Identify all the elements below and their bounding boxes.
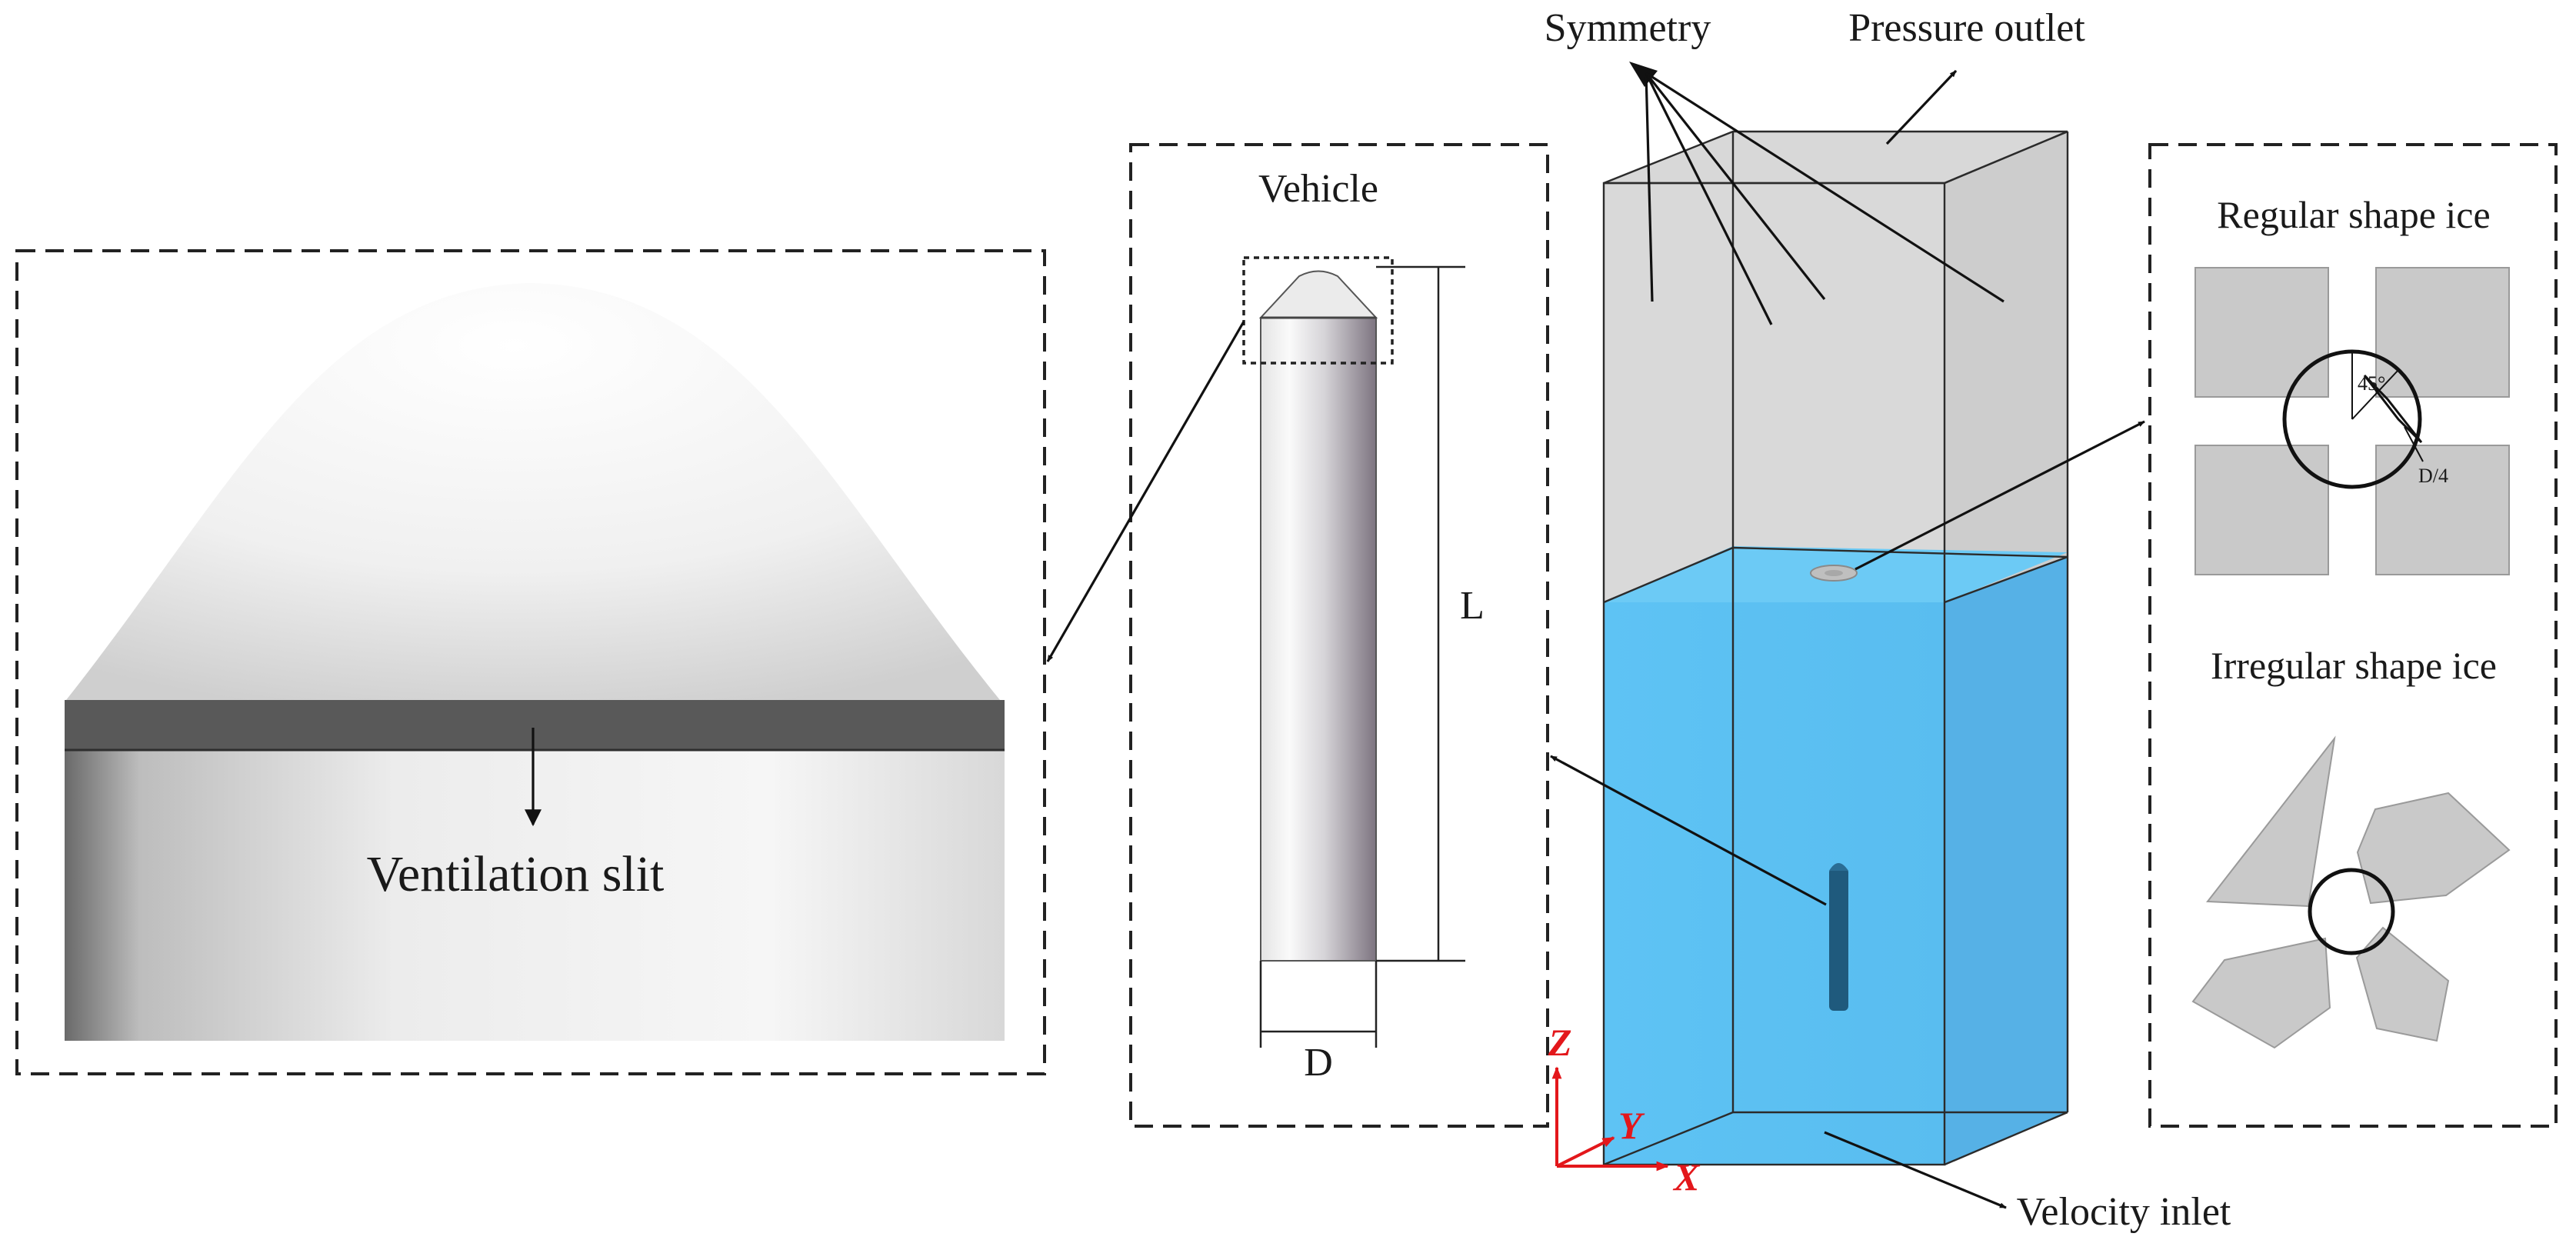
velocity-inlet-arrow [1824, 1131, 2007, 1209]
nose-dome [66, 283, 1000, 700]
symmetry-label: Symmetry [1545, 6, 1711, 50]
ice-panel: Regular shape ice 45° D/4 Irregular shap… [2148, 143, 2558, 1128]
regular-ice-label: Regular shape ice [2217, 193, 2490, 236]
zoom-box [1242, 256, 1394, 365]
vehicle-cone-head [1258, 270, 1378, 318]
vehicle-frame [1129, 143, 1549, 1128]
regular-ice-block [2194, 445, 2329, 575]
angle-label: 45° [2358, 372, 2385, 395]
ice-callout-arrow [1855, 420, 2145, 571]
cylinder-body [65, 750, 1005, 1041]
submerged-vehicle [1829, 868, 1848, 1011]
slit-detail-frame [15, 249, 1046, 1075]
irregular-ice-block [2191, 937, 2331, 1049]
irregular-ice-block [2356, 792, 2511, 905]
irregular-ice-block [2206, 735, 2336, 908]
vehicle-cylinder [1260, 317, 1377, 962]
z-axis-label: Z [1548, 1021, 1572, 1064]
irregular-ice-block [2355, 926, 2450, 1042]
velocity-inlet-label: Velocity inlet [2017, 1190, 2231, 1234]
vehicle-panel: Vehicle L D [1129, 143, 1549, 1128]
y-axis [1556, 1136, 1615, 1168]
zoom-arrow [1046, 321, 1245, 662]
ventilation-slit-label: Ventilation slit [367, 846, 665, 902]
slit-detail-panel: Ventilation slit [15, 249, 1046, 1075]
regular-ice-block [2375, 267, 2510, 398]
symmetry-leaders [1629, 62, 2004, 325]
ice-frame [2148, 143, 2558, 1128]
regular-ice-block [2194, 267, 2329, 398]
offset-label: D/4 [2418, 465, 2448, 487]
diameter-label: D [1304, 1041, 1333, 1085]
y-axis-label: Y [1618, 1104, 1645, 1147]
vehicle-outline-circle [2308, 868, 2395, 955]
vehicle-label: Vehicle [1258, 167, 1378, 211]
irregular-ice-label: Irregular shape ice [2211, 644, 2497, 687]
ventilation-slit-band [65, 700, 1005, 750]
x-axis-label: X [1672, 1155, 1701, 1198]
water-region [1604, 602, 1944, 1165]
coordinate-axes: Z Y X [1548, 1021, 1701, 1198]
length-label: L [1460, 584, 1485, 628]
vehicle-callout-arrow [1550, 755, 1827, 906]
pressure-outlet-arrow [1885, 69, 1958, 145]
pressure-outlet-label: Pressure outlet [1848, 6, 2085, 50]
domain-box [1602, 130, 2069, 1166]
